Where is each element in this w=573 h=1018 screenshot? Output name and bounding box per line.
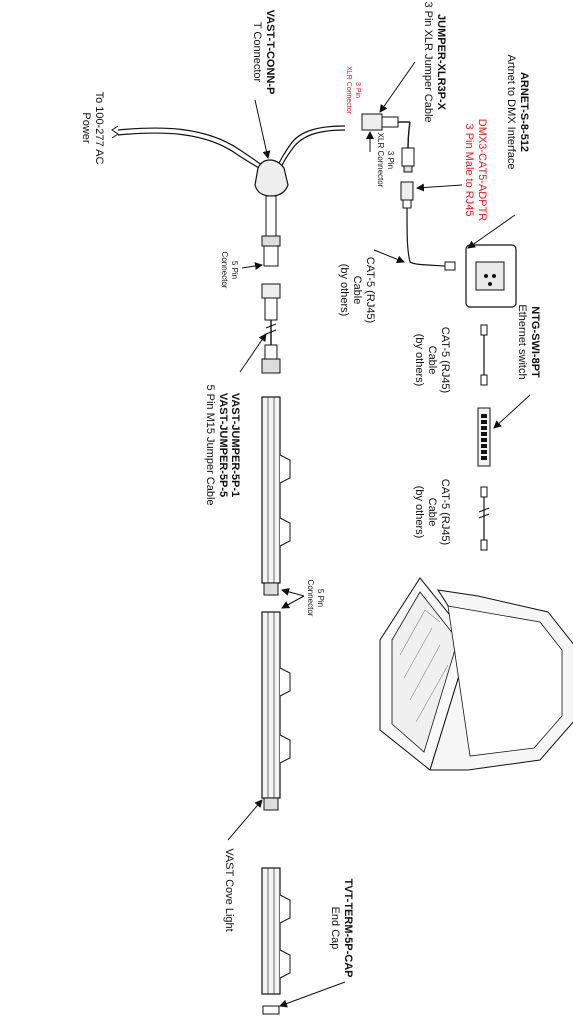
end-cap-subtitle: End Cap: [329, 907, 341, 950]
arrow-dmx-adapter: [416, 183, 463, 192]
arrow-5pin-a: [241, 262, 263, 270]
pin5-a-label-2: Connector: [220, 252, 229, 289]
arrow-switch: [493, 394, 531, 429]
cat5-c-label-2: Cable: [426, 498, 438, 527]
pin5-b-label-2: Connector: [306, 580, 315, 617]
arnet-subtitle: Artnet to DMX Interface: [505, 55, 517, 170]
xlr-jumper-title: JUMPER-XLR3P-X: [435, 14, 447, 111]
cut-mark: [111, 125, 119, 139]
xlr-red-label-2: XLR Connector: [345, 66, 352, 115]
xlr-jumper-subtitle: 3 Pin XLR Jumper Cable: [422, 1, 434, 122]
jumper-5p-title-1: VAST-JUMPER-5P-1: [229, 393, 241, 497]
pin5-b-label-1: 5 Pin: [316, 589, 325, 607]
jumper-5p-cable: [261, 283, 281, 374]
arrow-5pin-b1: [281, 587, 305, 597]
cove-light-fixture-3: [261, 867, 291, 995]
ethernet-switch: [477, 407, 491, 467]
arnet-title: ARNET-S-8-512: [518, 72, 530, 152]
ac-power-label-2: Power: [80, 112, 92, 144]
cove-light-fixture-1: [261, 396, 291, 596]
cat5-c-label-1: CAT-5 (RJ45): [439, 479, 451, 545]
arrow-cove-light: [227, 799, 263, 841]
cat5-a-label-3: (by others): [338, 264, 350, 317]
rj45-plug: [444, 261, 456, 271]
arrow-5pin-b2: [281, 595, 305, 609]
cat5-cable-b: [480, 324, 488, 386]
xlr-label-2: XLR Connector: [376, 133, 385, 188]
dmx-adapter-title: DMX3-CAT5-ADPTR: [476, 119, 488, 222]
t-connector-subtitle: T Connector: [251, 22, 263, 83]
xlr-connector-female: [361, 113, 410, 131]
cove-light-fixture-2: [261, 611, 291, 811]
cat5-b-label-2: Cable: [426, 346, 438, 375]
xlr-jumper-cable: [277, 125, 346, 167]
ac-power-cord-2: [117, 132, 263, 171]
pin5-a-label-1: 5 Pin: [230, 261, 239, 279]
cat5-a-label-2: Cable: [351, 276, 363, 305]
switch-title: NTG-SWI-8PT: [529, 306, 541, 378]
cat5-cable-a: [406, 207, 446, 267]
ac-power-cord: [117, 127, 264, 167]
arrow-jumper-5p: [239, 333, 267, 373]
arrow-end-cap: [279, 981, 346, 1008]
arrow-t-conn: [254, 99, 271, 159]
arrow-cat5-a: [373, 249, 405, 264]
cat5-cable-c: [478, 486, 490, 551]
jumper-5p-subtitle: 5 Pin M15 Jumper Cable: [204, 384, 216, 505]
arrow-arnet: [467, 214, 516, 249]
dmx-adapter: [400, 181, 414, 209]
jumper-5p-title-2: VAST-JUMPER-5P-5: [217, 393, 229, 497]
end-cap: [262, 1005, 280, 1015]
switch-subtitle: Ethernet switch: [516, 304, 528, 379]
cat5-b-label-1: CAT-5 (RJ45): [439, 327, 451, 393]
cove-light-label: VAST Cove Light: [223, 848, 235, 931]
cat5-c-label-3: (by others): [413, 486, 425, 539]
ac-power-label-1: To 100-277 AC: [93, 92, 105, 165]
dmx-adapter-subtitle: 3 Pin Male to RJ45: [463, 124, 475, 217]
cat5-a-label-1: CAT-5 (RJ45): [364, 257, 376, 323]
xlr-label-1: 3 Pin: [386, 151, 395, 169]
t-connector-title: VAST-T-CONN-P: [264, 10, 276, 95]
t-connector: [254, 159, 289, 267]
arnet-device: [465, 244, 517, 308]
xlr-red-label-1: 3 Pin: [354, 82, 361, 98]
xlr-connector-male: [401, 121, 415, 173]
cat5-b-label-3: (by others): [413, 334, 425, 387]
laptop: [379, 577, 573, 771]
end-cap-title: TVT-TERM-5P-CAP: [342, 879, 354, 978]
arrow-xlr-jumper: [379, 61, 416, 113]
